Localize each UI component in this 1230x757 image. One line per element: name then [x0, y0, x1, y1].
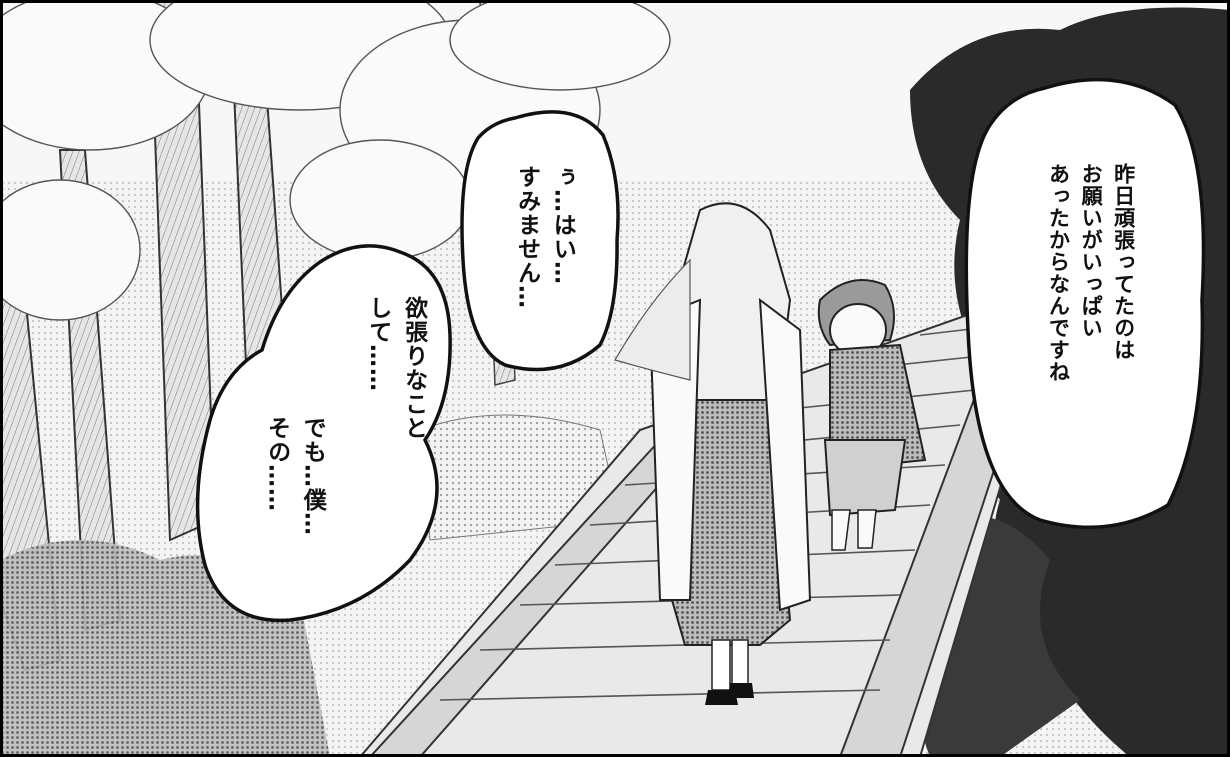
speech-line: ぅ…はい… — [549, 165, 576, 285]
speech-line: その…… — [263, 416, 290, 512]
line-spacer — [329, 296, 359, 536]
speech-bubble-left-text: 欲張りなこと して…… でも…僕… その…… — [258, 296, 431, 536]
speech-bubble-right — [964, 77, 1206, 529]
speech-bubble-top-text: ぅ…はい… すみません… — [508, 165, 579, 309]
maple-foliage — [0, 0, 671, 321]
speech-line: すみません… — [513, 165, 540, 309]
speech-line: お願いがいっぱい — [1079, 163, 1104, 339]
boy-sitting-figure — [817, 279, 927, 551]
speech-line: あったからなんですね — [1046, 163, 1071, 383]
speech-line: して…… — [364, 296, 391, 392]
shrine-maiden-figure — [614, 202, 812, 705]
speech-bubble-right-text: 昨日頑張ってたのは お願いがいっぱい あったからなんですね — [1042, 163, 1140, 383]
speech-line: 昨日頑張ってたのは — [1111, 163, 1136, 361]
speech-bubble-top — [460, 110, 620, 372]
speech-bubble-left — [195, 244, 452, 623]
speech-line: 欲張りなこと — [400, 296, 427, 440]
speech-line: でも…僕… — [299, 416, 326, 536]
